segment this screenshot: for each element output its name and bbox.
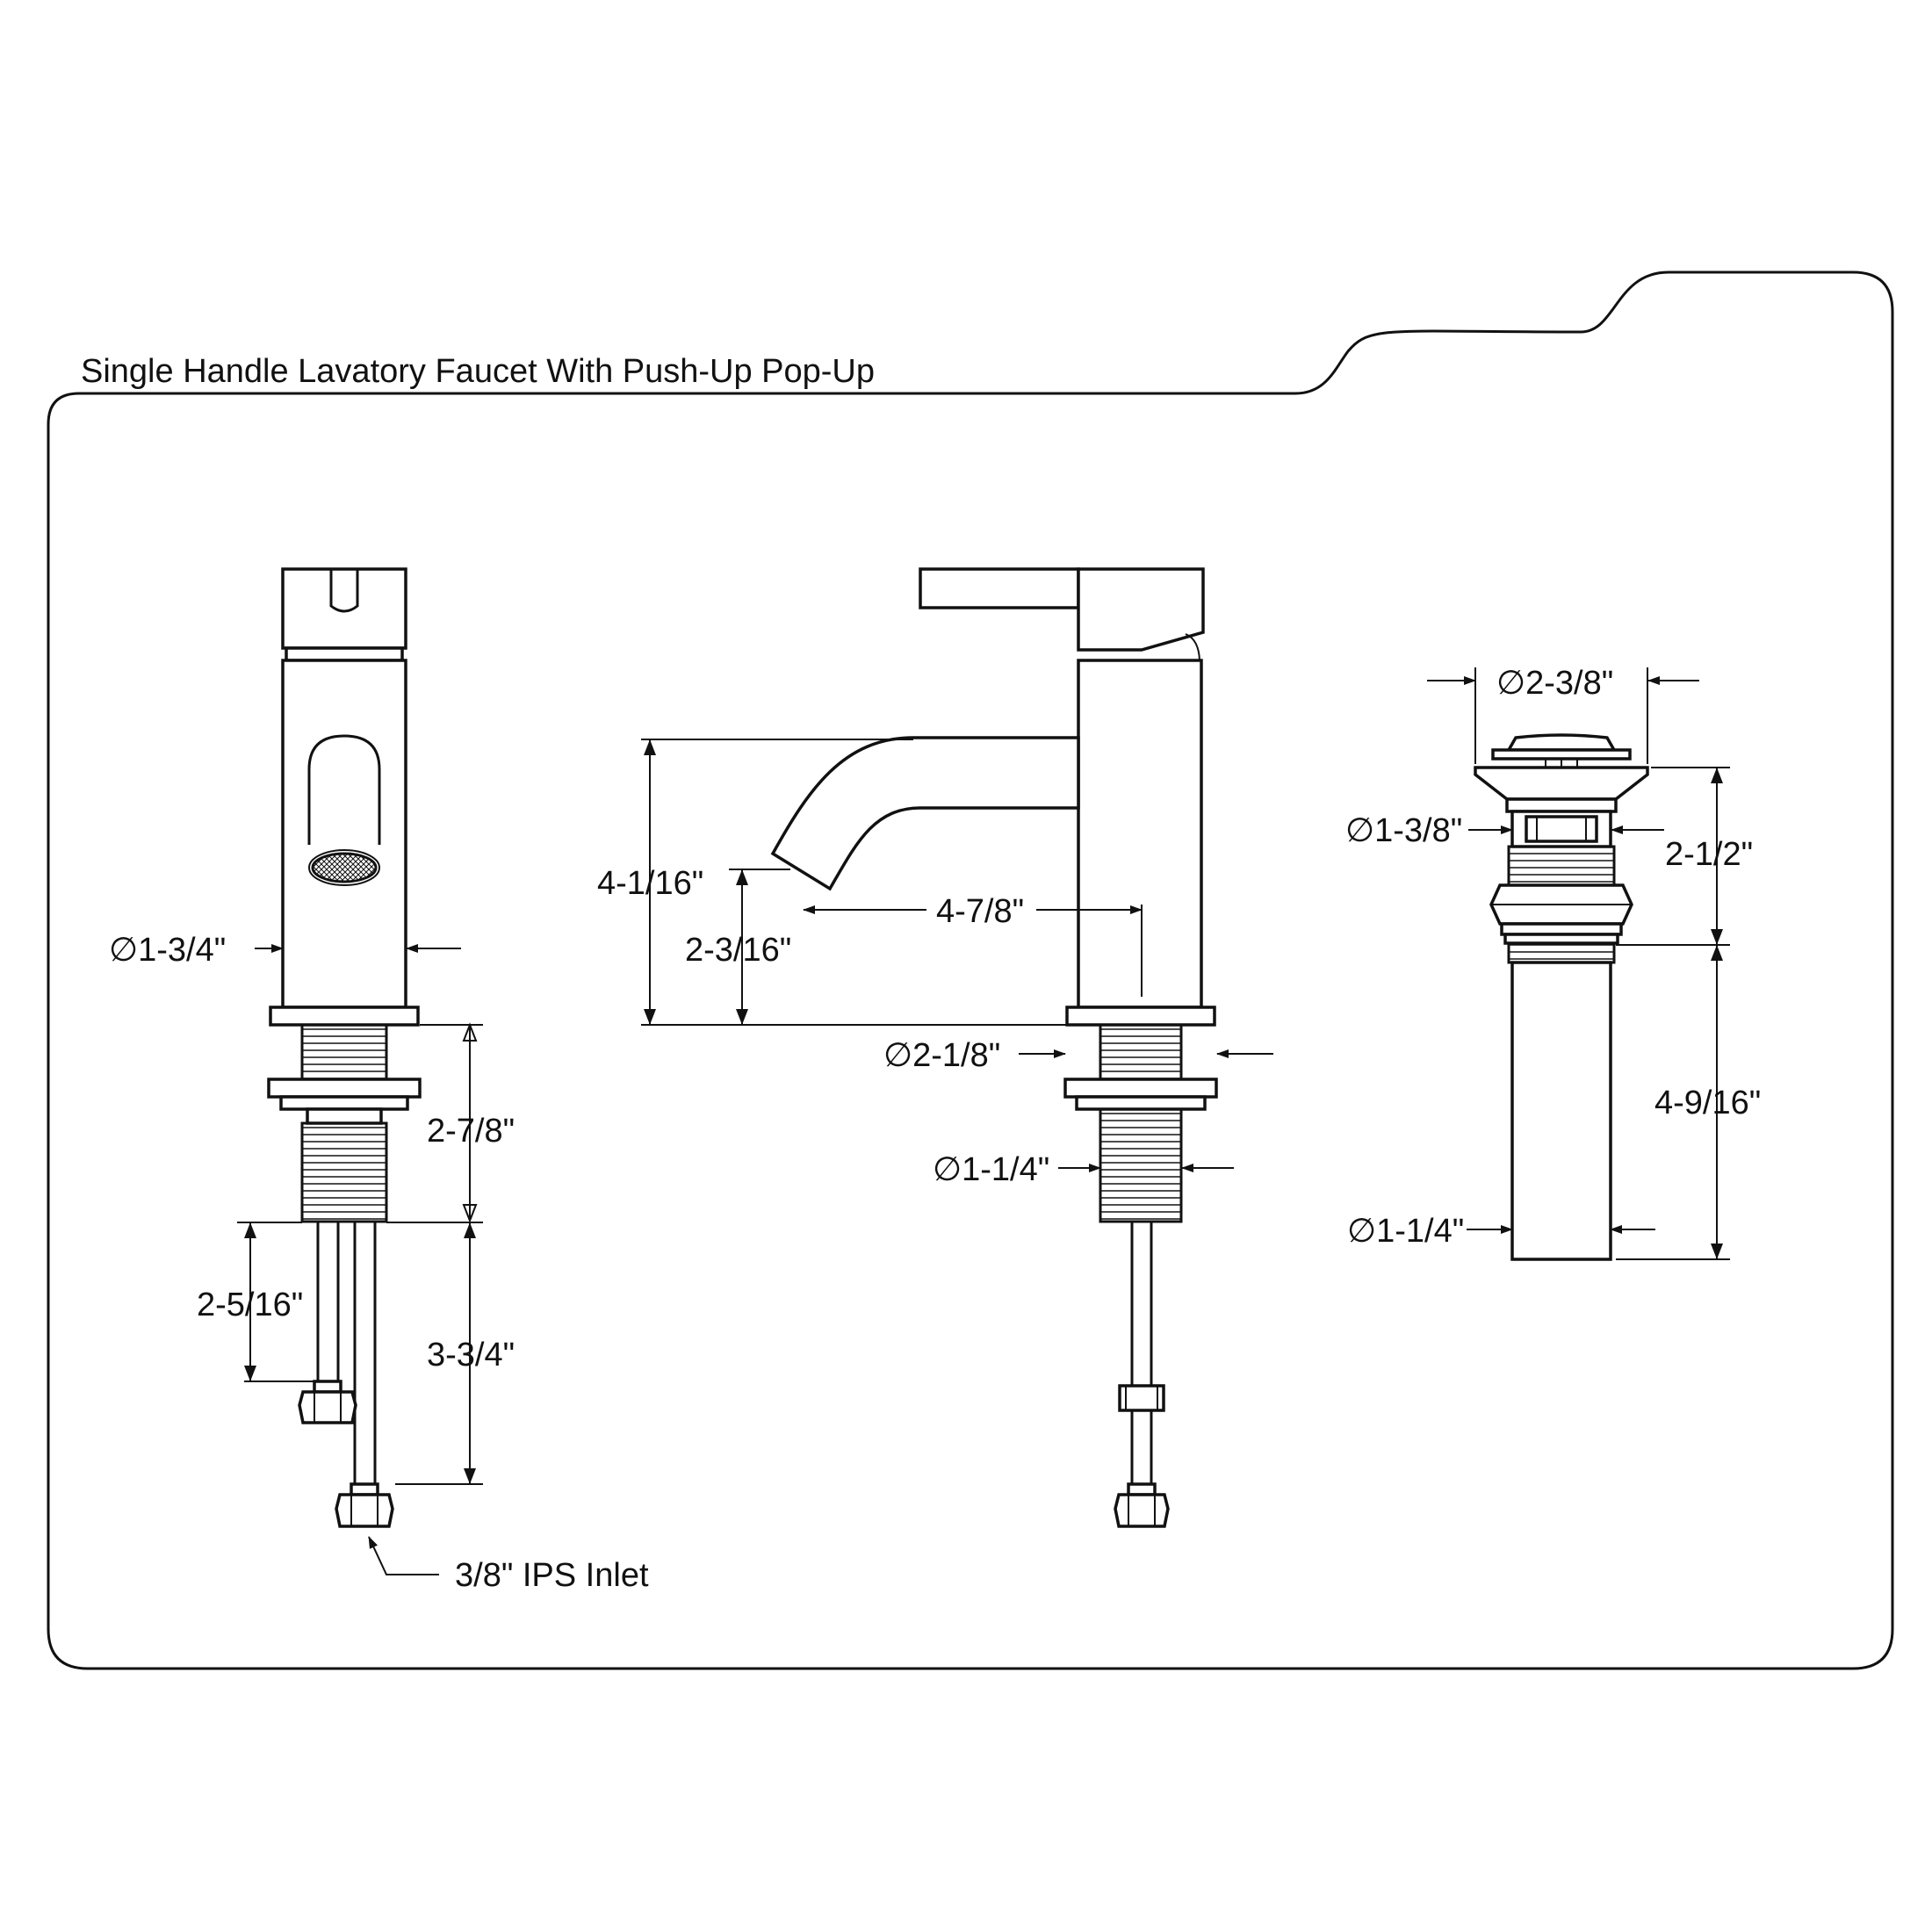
side-base-diameter-label: ∅2-1/8" xyxy=(883,1037,1000,1074)
drain-view: ∅2-3/8" ∅1-3/8" 2-1/2" 4-9/16" ∅1-1/4" xyxy=(1345,665,1761,1261)
hex-nut-icon xyxy=(335,1493,394,1528)
drain-tailpiece-length-label: 4-9/16" xyxy=(1654,1085,1761,1121)
side-shank-diameter-label: ∅1-1/4" xyxy=(933,1151,1049,1188)
drain-body-diameter-label: ∅1-3/8" xyxy=(1345,812,1462,849)
inlet-label: 3/8" IPS Inlet xyxy=(455,1557,649,1594)
drawing-title: Single Handle Lavatory Faucet With Push-… xyxy=(81,353,875,390)
front-shank-height-label: 2-7/8" xyxy=(427,1113,515,1150)
hex-nut-icon xyxy=(1114,1493,1170,1528)
hex-nut-icon xyxy=(298,1390,357,1424)
drawing-frame xyxy=(47,270,1894,1670)
side-view: 4-1/16" 2-3/16" 4-7/8" ∅2-1/8" ∅1-1/4" xyxy=(597,567,1273,1528)
aerator-icon xyxy=(311,852,378,883)
drain-upper-height-label: 2-1/2" xyxy=(1665,836,1753,873)
drain-flange-diameter-label: ∅2-3/8" xyxy=(1496,665,1613,702)
side-spout-clearance-label: 2-3/16" xyxy=(685,932,791,969)
front-hose-length-label: 3-3/4" xyxy=(427,1337,515,1373)
front-view: ∅1-3/4" 2-7/8" 3-3/4" 2-5/16" 3/8" IPS I… xyxy=(109,567,649,1594)
front-hose-offset-label: 2-5/16" xyxy=(197,1287,303,1323)
drain-tailpiece-diameter-label: ∅1-1/4" xyxy=(1347,1213,1464,1250)
side-overall-height-label: 4-1/16" xyxy=(597,865,703,902)
front-body-diameter-label: ∅1-3/4" xyxy=(109,932,226,969)
side-spout-reach-label: 4-7/8" xyxy=(936,893,1024,930)
